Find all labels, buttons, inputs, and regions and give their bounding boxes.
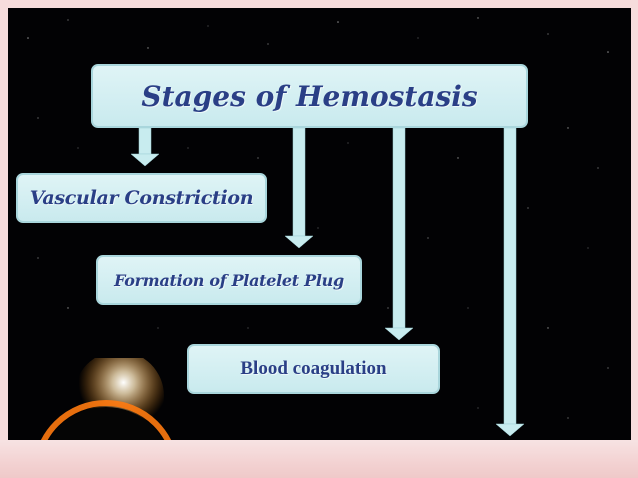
arrow-to-blood-coagulation [384,127,414,341]
stage-vascular-constriction: Vascular Constriction [16,173,267,223]
stage-blood-coagulation: Blood coagulation [187,344,440,394]
stage-label: Vascular Constriction [29,187,254,209]
stage-label: Blood coagulation [240,358,387,379]
arrow-to-vascular-constriction [130,127,160,167]
slide-frame-bottom [0,440,638,478]
stage-label: Formation of Platelet Plug [114,270,344,290]
diagram-title-text: Stages of Hemostasis [141,79,478,113]
starfield-background [27,17,609,419]
connector-arrows [130,127,525,437]
eclipse-icon [40,358,172,440]
arrow-to-next-stage [495,127,525,437]
stage-platelet-plug: Formation of Platelet Plug [96,255,362,305]
diagram-title: Stages of Hemostasis [91,64,528,128]
slide: Stages of Hemostasis Vascular Constricti… [8,8,631,440]
arrow-to-platelet-plug [284,127,314,249]
